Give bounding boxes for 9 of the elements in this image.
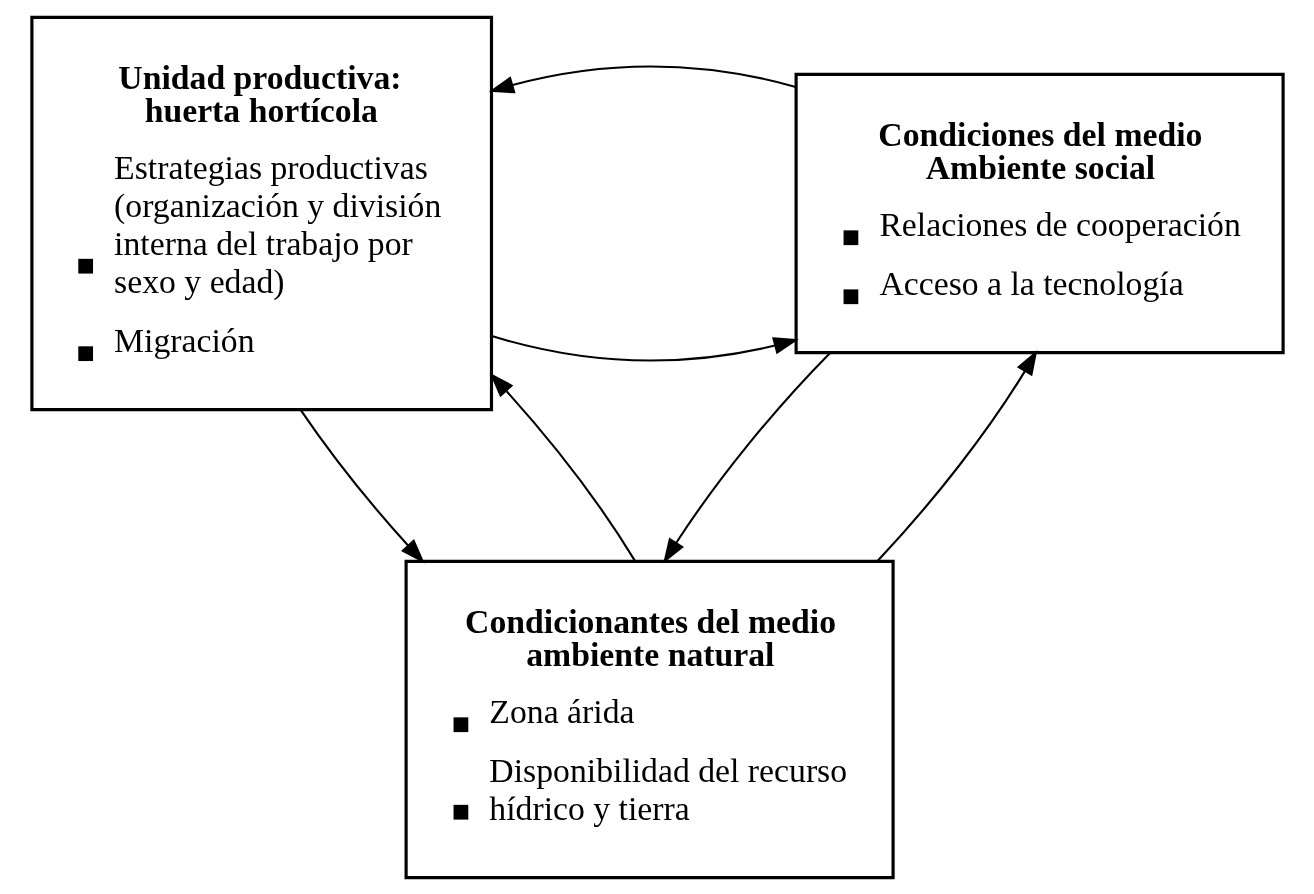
arrow	[876, 349, 1037, 562]
arrow	[491, 334, 799, 362]
node-box: Unidad productiva: huerta hortícola Estrategias productivas (organización y división interna del trabajo por sexo y edad) Migración	[29, 15, 493, 411]
arrow	[662, 351, 831, 564]
arrow	[299, 408, 425, 563]
node-box: Condicionantes del medio ambiente natural Zona árida Disponibilidad del recurso hídrico y tierra	[404, 559, 895, 879]
arrow	[488, 64, 796, 93]
node-box: Condiciones del medio Ambiente social Relaciones de cooperación Acceso a la tecnología	[794, 72, 1285, 354]
arrow	[489, 372, 636, 561]
